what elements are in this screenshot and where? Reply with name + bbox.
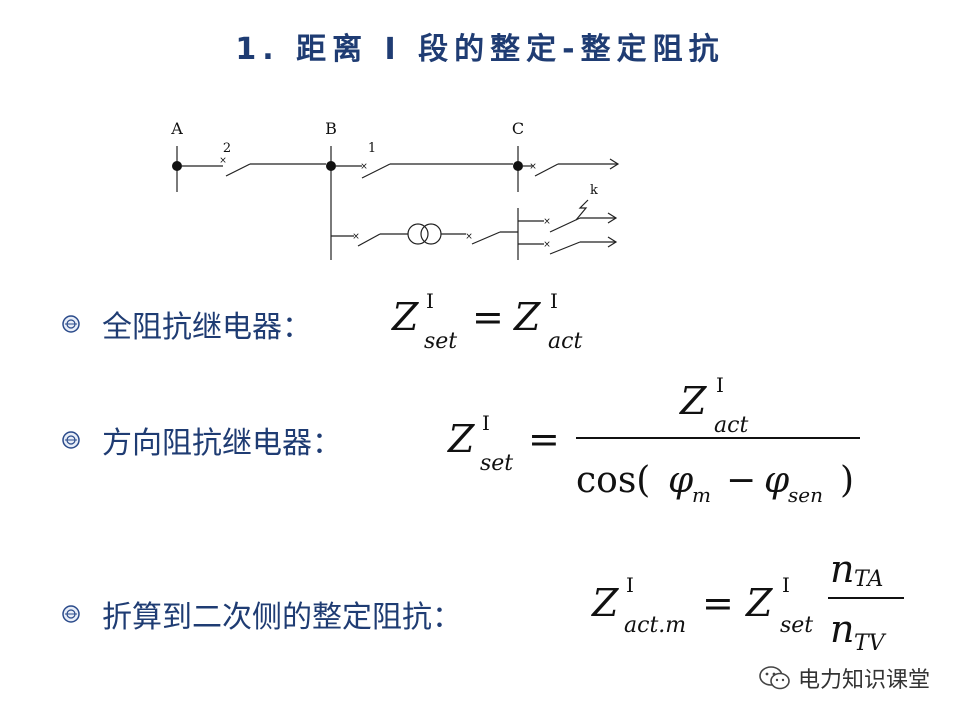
bus-label-a: A bbox=[170, 119, 183, 138]
svg-text:×: × bbox=[219, 156, 227, 166]
bullet-text: 方向阻抗继电器： bbox=[102, 426, 342, 461]
svg-text:×: × bbox=[543, 240, 551, 250]
svg-text:set: set bbox=[780, 613, 813, 638]
single-line-diagram: A B C × 2 × 1 × × × bbox=[170, 119, 620, 260]
svg-text:I: I bbox=[482, 411, 490, 435]
formula-directional-impedance: Z I set = Z I act cos( φ m − φ sen ) bbox=[447, 373, 860, 507]
svg-text:=: = bbox=[472, 295, 504, 339]
bus-node-c bbox=[513, 161, 523, 171]
page-title: 1. 距离 I 段的整定-整定阻抗 bbox=[235, 32, 725, 67]
bullet-icon bbox=[62, 315, 80, 333]
svg-text:×: × bbox=[529, 162, 537, 172]
svg-text:cos(: cos( bbox=[576, 460, 650, 501]
watermark: 电力知识课堂 bbox=[758, 662, 930, 694]
svg-text:−: − bbox=[726, 460, 756, 501]
fault-label-k: k bbox=[590, 183, 598, 198]
svg-text:act: act bbox=[714, 413, 748, 438]
bus-label-c: C bbox=[512, 119, 524, 138]
svg-text:act: act bbox=[548, 329, 582, 354]
svg-text:×: × bbox=[352, 232, 360, 242]
bullet-item-3: 折算到二次侧的整定阻抗： bbox=[62, 592, 462, 636]
svg-text:n: n bbox=[830, 607, 854, 651]
bullet-item-2: 方向阻抗继电器： bbox=[62, 418, 342, 462]
watermark-text: 电力知识课堂 bbox=[797, 668, 930, 693]
svg-text:φ: φ bbox=[668, 460, 694, 501]
bullet-item-1: 全阻抗继电器： bbox=[62, 302, 312, 346]
breaker-label-1: 1 bbox=[368, 141, 376, 156]
svg-text:set: set bbox=[480, 451, 513, 476]
svg-text:=: = bbox=[702, 581, 734, 625]
svg-text:Z: Z bbox=[679, 379, 707, 423]
svg-text:I: I bbox=[782, 573, 790, 597]
svg-text:m: m bbox=[692, 483, 711, 507]
wechat-icon bbox=[759, 666, 790, 690]
svg-text:×: × bbox=[465, 232, 473, 242]
svg-text:n: n bbox=[830, 547, 854, 591]
bullet-icon bbox=[62, 431, 80, 449]
bullet-text: 折算到二次侧的整定阻抗： bbox=[102, 600, 462, 635]
svg-text:Z: Z bbox=[447, 417, 475, 461]
svg-text:Z: Z bbox=[391, 295, 419, 339]
svg-text:×: × bbox=[360, 162, 368, 172]
svg-text:sen: sen bbox=[788, 483, 823, 507]
svg-text:Z: Z bbox=[513, 295, 541, 339]
svg-text:TA: TA bbox=[854, 567, 883, 592]
svg-text:set: set bbox=[424, 329, 457, 354]
svg-text:I: I bbox=[626, 573, 634, 597]
bus-node-b bbox=[326, 161, 336, 171]
svg-text:×: × bbox=[543, 217, 551, 227]
bullet-text: 全阻抗继电器： bbox=[102, 310, 312, 345]
bullet-icon bbox=[62, 605, 80, 623]
svg-text:I: I bbox=[716, 373, 724, 397]
svg-text:φ: φ bbox=[764, 460, 790, 501]
breaker-label-2: 2 bbox=[223, 141, 231, 156]
svg-text:act.m: act.m bbox=[624, 613, 686, 638]
svg-text:=: = bbox=[528, 417, 560, 461]
svg-text:I: I bbox=[550, 289, 558, 313]
svg-text:Z: Z bbox=[591, 581, 619, 625]
svg-text:Z: Z bbox=[745, 581, 773, 625]
svg-text:): ) bbox=[840, 460, 854, 501]
transformer-winding-1 bbox=[407, 223, 429, 245]
svg-text:TV: TV bbox=[854, 631, 887, 656]
formula-secondary-impedance: Z I act.m = Z I set n TA n TV bbox=[591, 547, 904, 656]
svg-text:I: I bbox=[426, 289, 434, 313]
transformer-winding-2 bbox=[420, 223, 442, 245]
formula-full-impedance: Z I set = Z I act bbox=[391, 289, 582, 354]
bus-label-b: B bbox=[325, 119, 337, 138]
bus-node-a bbox=[172, 161, 182, 171]
